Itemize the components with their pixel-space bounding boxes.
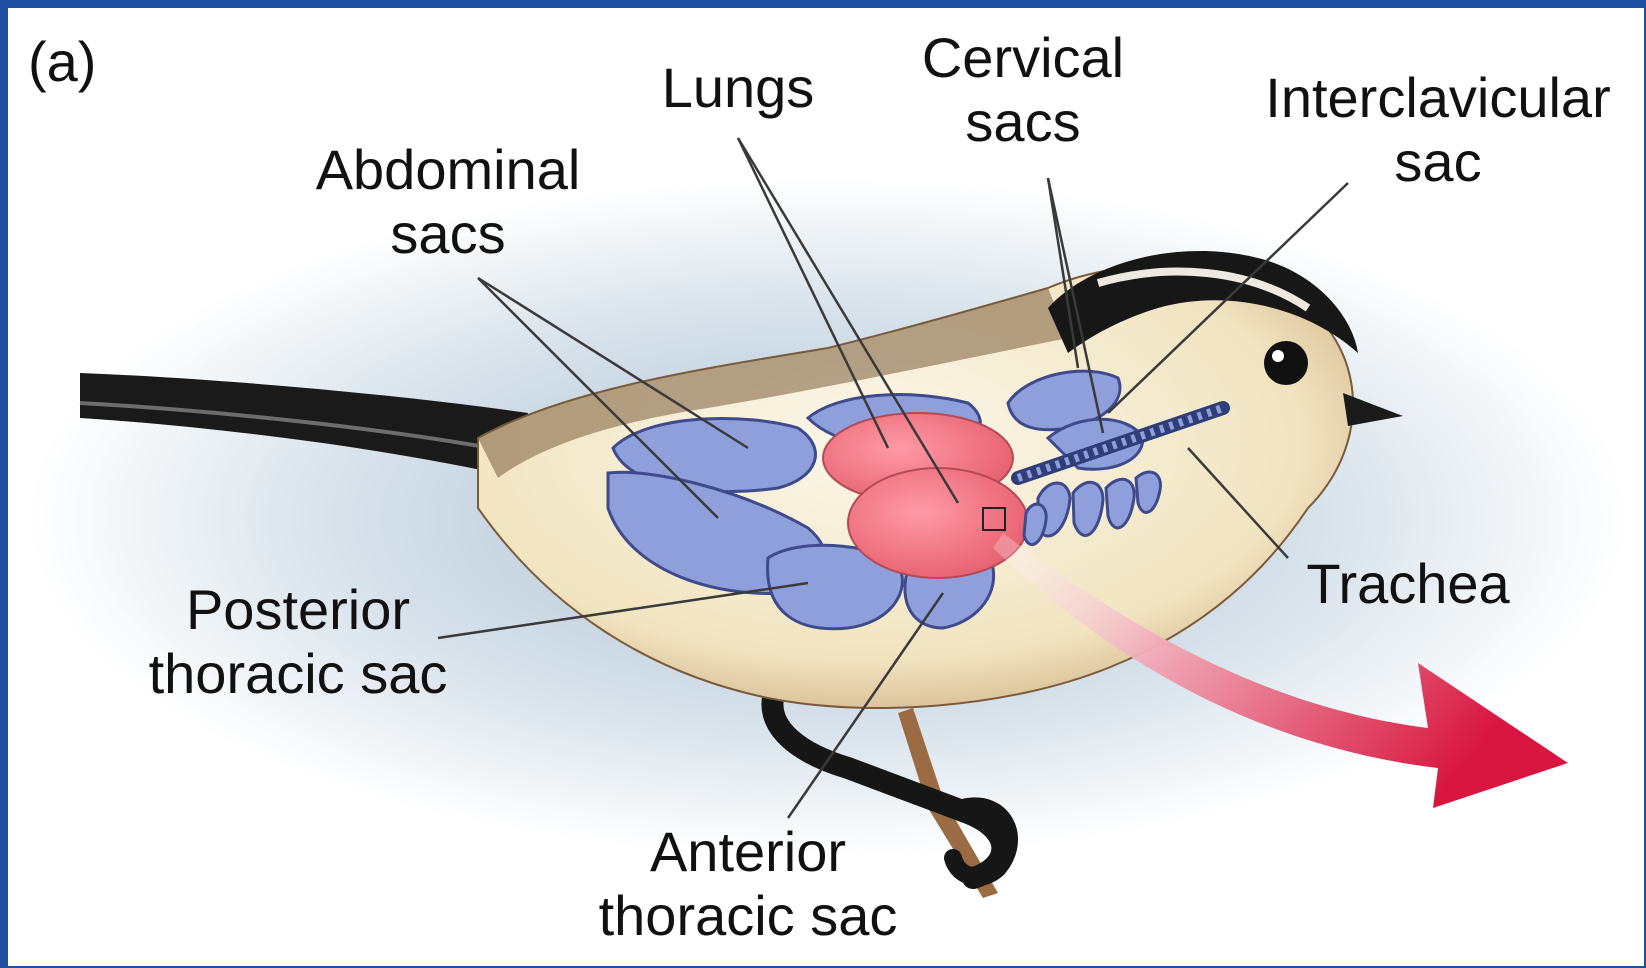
label-posterior-thoracic-sac: Posterior thoracic sac (128, 578, 468, 706)
bird-eye-highlight (1272, 350, 1284, 362)
label-interclavicular-sac: Interclavicular sac (1238, 66, 1638, 194)
label-interclavicular-line1: Interclavicular (1238, 66, 1638, 130)
label-posterior-line1: Posterior (128, 578, 468, 642)
panel-letter: (a) (28, 30, 96, 94)
label-anterior-thoracic-sac: Anterior thoracic sac (578, 820, 918, 948)
label-anterior-line2: thoracic sac (578, 884, 918, 948)
bird-eye (1264, 341, 1308, 385)
figure-panel: (a) Lungs Cervical sacs Interclavicular … (8, 8, 1644, 966)
label-anterior-line1: Anterior (578, 820, 918, 884)
label-interclavicular-line2: sac (1238, 130, 1638, 194)
label-abdominal-line1: Abdominal (298, 138, 598, 202)
label-cervical-line2: sacs (888, 90, 1158, 154)
label-cervical-line1: Cervical (888, 26, 1158, 90)
lung-lower (848, 468, 1028, 578)
label-abdominal-sacs: Abdominal sacs (298, 138, 598, 266)
label-lungs: Lungs (618, 56, 858, 120)
label-cervical-sacs: Cervical sacs (888, 26, 1158, 154)
label-trachea: Trachea (1278, 552, 1538, 616)
label-posterior-line2: thoracic sac (128, 642, 468, 706)
label-abdominal-line2: sacs (298, 202, 598, 266)
label-trachea-line1: Trachea (1278, 552, 1538, 616)
label-lungs-line1: Lungs (618, 56, 858, 120)
